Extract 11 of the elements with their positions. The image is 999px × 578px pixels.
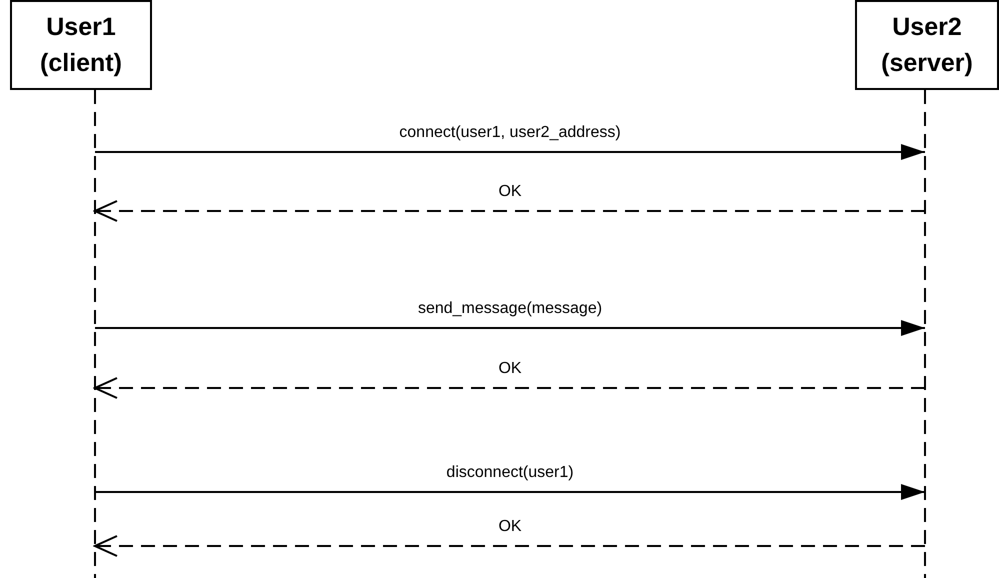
- edge-label: send_message(message): [416, 300, 604, 318]
- return-message-arrow: [94, 535, 925, 557]
- participant-box: User2 (server): [855, 0, 999, 90]
- edge-label: connect(user1, user2_address): [397, 124, 623, 142]
- message-arrow: [95, 484, 925, 500]
- message-arrow: [95, 320, 925, 336]
- edge-label: disconnect(user1): [444, 464, 576, 482]
- return-message-arrow: [94, 377, 925, 399]
- message-arrow: [95, 144, 925, 160]
- participant-box: User1 (client): [10, 0, 152, 90]
- return-message-arrow: [94, 200, 925, 222]
